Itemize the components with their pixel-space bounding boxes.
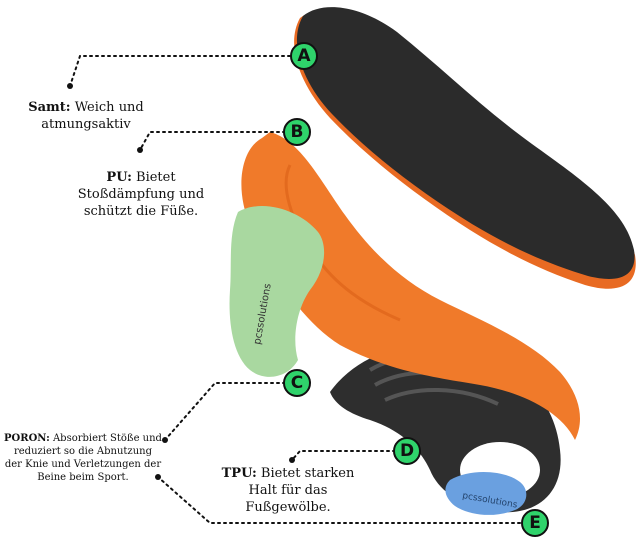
leader-dots: [67, 83, 295, 480]
badge-a: A: [290, 42, 318, 70]
label-poron-text: Absorbiert Stöße und reduziert so die Ab…: [4, 433, 162, 483]
badge-e: E: [521, 509, 549, 537]
poron-blue-pad: pcssolutions: [445, 471, 527, 515]
badge-c: C: [283, 369, 311, 397]
badge-b: B: [283, 118, 311, 146]
label-samt-title: Samt:: [28, 100, 71, 115]
label-samt: Samt: Weich und atmungsaktiv: [6, 100, 166, 134]
label-tpu-title: TPU:: [221, 466, 257, 481]
label-samt-text: Weich und atmungsaktiv: [41, 100, 144, 132]
label-poron: PORON: Absorbiert Stöße und reduziert so…: [4, 432, 162, 484]
label-tpu: TPU: Bietet starken Halt für das Fußgewö…: [214, 466, 362, 517]
poron-green-pad: pcssolutions: [229, 205, 325, 377]
label-poron-title: PORON:: [4, 433, 50, 444]
label-pu: PU: Bietet Stoßdämpfung und schützt die …: [66, 170, 216, 221]
badge-d: D: [393, 437, 421, 465]
leader-lines: [69, 55, 521, 524]
label-pu-title: PU:: [106, 170, 132, 185]
top-velvet-layer: [294, 7, 636, 289]
label-pu-text: Bietet Stoßdämpfung und schützt die Füße…: [77, 170, 205, 219]
label-tpu-text: Bietet starken Halt für das Fußgewölbe.: [245, 466, 355, 515]
